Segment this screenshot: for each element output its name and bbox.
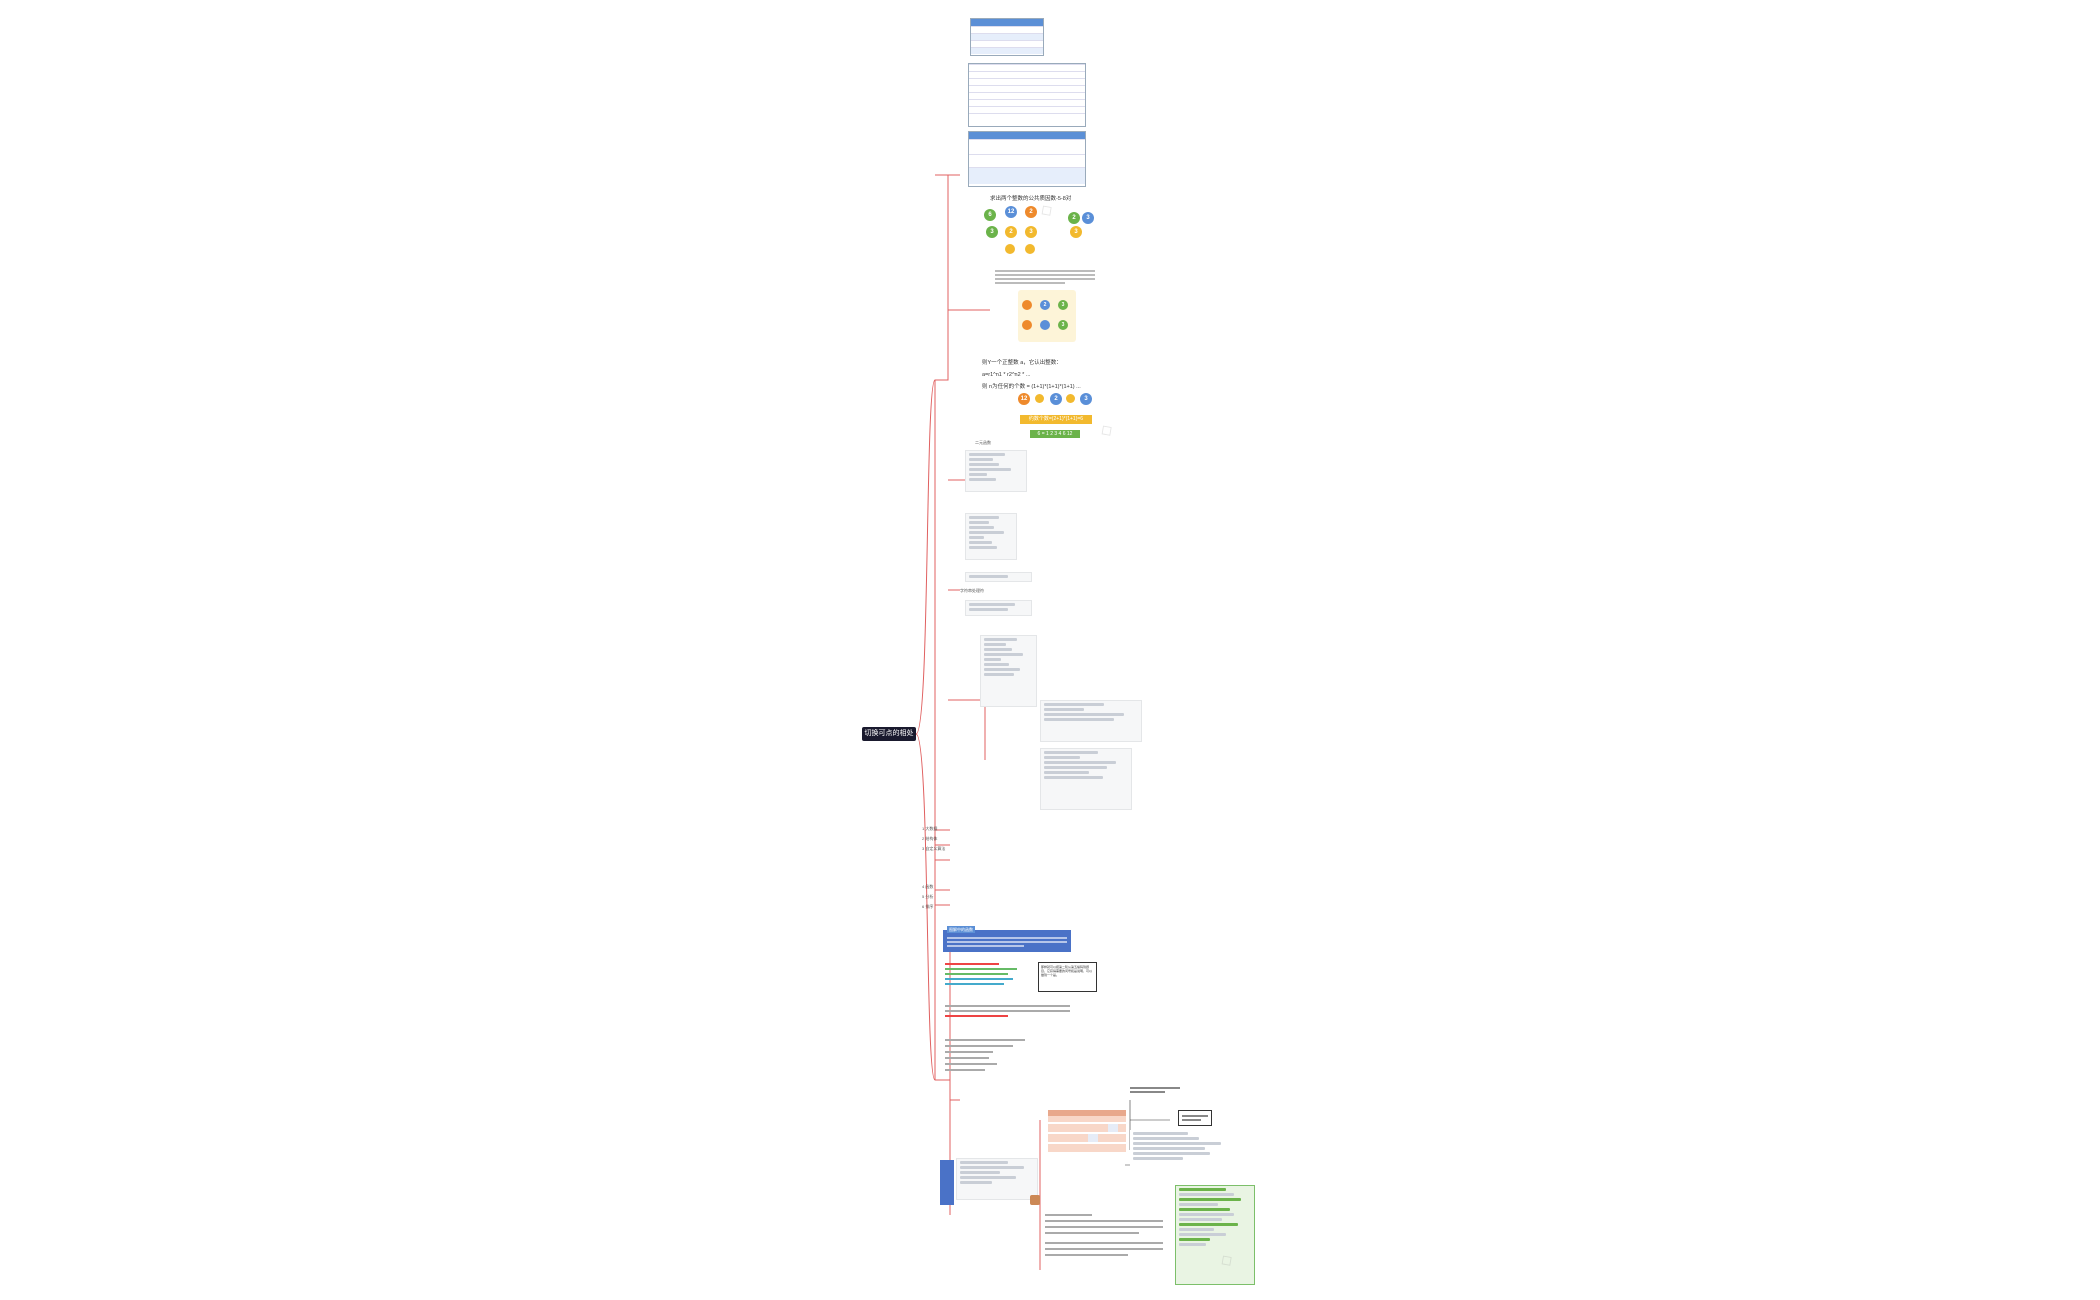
ball: 12 bbox=[1018, 393, 1030, 405]
result-bar: 约数个数=(2+1)*(1+1)=6 bbox=[1020, 415, 1092, 424]
ball bbox=[1035, 394, 1044, 403]
ball bbox=[1022, 320, 1032, 330]
note-box-2 bbox=[1178, 1110, 1212, 1126]
bottom-list-panel bbox=[940, 1160, 954, 1205]
code-block-4 bbox=[965, 600, 1032, 616]
code-block-9 bbox=[1130, 1130, 1240, 1180]
text-block bbox=[945, 960, 1035, 988]
code-block-5 bbox=[980, 635, 1037, 707]
side-label[interactable]: 4 函数 bbox=[922, 884, 934, 889]
ball bbox=[1022, 300, 1032, 310]
code-block-8 bbox=[956, 1158, 1038, 1200]
side-label[interactable]: 6 排序 bbox=[922, 904, 934, 909]
side-label[interactable]: 5 分析 bbox=[922, 894, 934, 899]
section-title: 求出两个整数的公共质因数-5-8对 bbox=[990, 196, 1072, 202]
ball: 3 bbox=[986, 226, 998, 238]
note-box: 那样就可以把第二轮从第五编码到题目，它获得需要的问号和是说明，可以做到一个是。 bbox=[1038, 962, 1097, 992]
factor-box bbox=[1018, 290, 1076, 342]
text-block-3 bbox=[945, 1035, 1025, 1075]
code-block-2 bbox=[965, 513, 1017, 560]
side-label[interactable]: 3 自定义算法 bbox=[922, 846, 946, 851]
ball bbox=[1025, 244, 1035, 254]
note-text: 那样就可以把第二轮从第五编码到题目，它获得需要的问号和是说明，可以做到一个是。 bbox=[1041, 965, 1093, 977]
result-bar-2: 6 = 1 2 3 4 6 12 bbox=[1030, 430, 1080, 438]
ball bbox=[1066, 394, 1075, 403]
formula-line-3: 则 n为任何的个数 = (1+1)*(1+1)*(1+1) ... bbox=[982, 384, 1081, 390]
code-block-7 bbox=[1040, 748, 1132, 810]
ball: 2 bbox=[1025, 206, 1037, 218]
ball: 2 bbox=[1040, 300, 1050, 310]
ball: 3 bbox=[1058, 300, 1068, 310]
grid-table bbox=[1048, 1110, 1126, 1152]
comparison-table-2 bbox=[968, 63, 1086, 127]
ball: 12 bbox=[1005, 206, 1017, 218]
right-text-1 bbox=[1130, 1085, 1180, 1095]
comparison-table-1 bbox=[970, 18, 1044, 56]
ball: 3 bbox=[1070, 226, 1082, 238]
formula-line-2: a=r1^n1 * r2^n2 * ... bbox=[982, 372, 1031, 378]
ball: 2 bbox=[1068, 212, 1080, 224]
text-block-2 bbox=[945, 1002, 1070, 1020]
formula-line-1: 则Y一个正整数 a，它认出整数： bbox=[982, 360, 1062, 366]
ball: 3 bbox=[1080, 393, 1092, 405]
ball bbox=[1005, 244, 1015, 254]
ball: 2 bbox=[1050, 393, 1062, 405]
ball: 3 bbox=[1025, 226, 1037, 238]
ball: 3 bbox=[1082, 212, 1094, 224]
side-label[interactable]: 2 结构体 bbox=[922, 836, 938, 841]
small-icon bbox=[1030, 1195, 1040, 1205]
code-header-2: 字符串处理符 bbox=[960, 588, 984, 593]
paragraph-block bbox=[995, 268, 1095, 286]
code-block-6 bbox=[1040, 700, 1142, 742]
side-label[interactable]: 1 大数据 bbox=[922, 826, 938, 831]
ball: 6 bbox=[984, 209, 996, 221]
comparison-table-3 bbox=[968, 131, 1086, 187]
ball: 3 bbox=[1058, 320, 1068, 330]
ball: 2 bbox=[1005, 226, 1017, 238]
code-block-3 bbox=[965, 572, 1032, 582]
bottom-paragraph bbox=[1045, 1210, 1163, 1260]
ball bbox=[1040, 320, 1050, 330]
root-node[interactable]: 切换可点的相处回汇 bbox=[862, 727, 916, 751]
green-code-box bbox=[1175, 1185, 1255, 1285]
code-block-1 bbox=[965, 450, 1027, 492]
blue-info-box: 图解中的函数 bbox=[943, 926, 1071, 952]
blue-box-title: 图解中的函数 bbox=[947, 926, 975, 933]
code-header: 二元函数 bbox=[975, 440, 991, 445]
